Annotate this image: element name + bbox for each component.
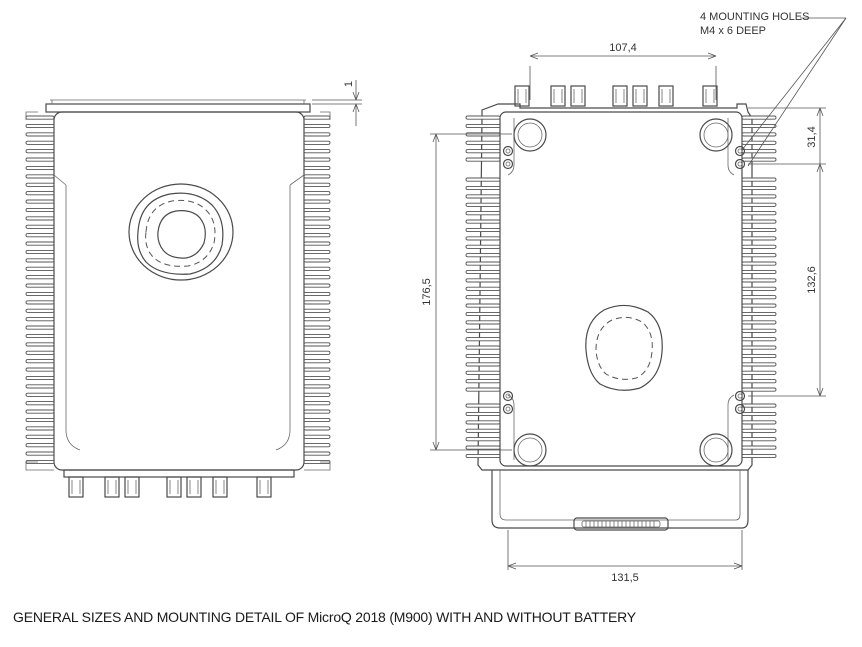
left-base-plate	[63, 469, 295, 478]
right-heatsink-fins-left	[465, 115, 501, 459]
left-lid-plate	[45, 103, 311, 113]
right-main-body	[499, 111, 743, 467]
dim-top-width: 107,4	[609, 42, 637, 54]
dim-height: 176,5	[421, 278, 433, 306]
left-main-body	[53, 111, 305, 471]
left-heatsink-fins-right	[303, 115, 331, 465]
left-connectors	[68, 476, 272, 498]
right-outer-flange	[477, 103, 753, 471]
figure-caption: GENERAL SIZES AND MOUNTING DETAIL OF Mic…	[13, 609, 636, 625]
right-heatsink-fins-right	[741, 115, 777, 459]
callout-line1: 4 MOUNTING HOLES	[700, 11, 809, 23]
right-top-connectors	[514, 85, 718, 107]
left-heatsink-fins-left	[25, 115, 55, 465]
right-center-window	[585, 304, 663, 391]
dimension-lines	[312, 17, 847, 570]
dim-hole-spacing: 132,6	[806, 266, 818, 294]
dim-bottom-width: 131,5	[611, 572, 639, 584]
callout-line2: M4 x 6 DEEP	[700, 25, 766, 37]
left-view-without-battery	[25, 99, 331, 498]
dim-top-offset: 31,4	[806, 126, 818, 147]
battery-pack	[491, 470, 749, 531]
left-center-window	[128, 183, 234, 281]
dim-lid-step: 1	[343, 81, 355, 87]
right-view-with-battery	[465, 85, 777, 531]
mounting-holes	[502, 118, 746, 467]
